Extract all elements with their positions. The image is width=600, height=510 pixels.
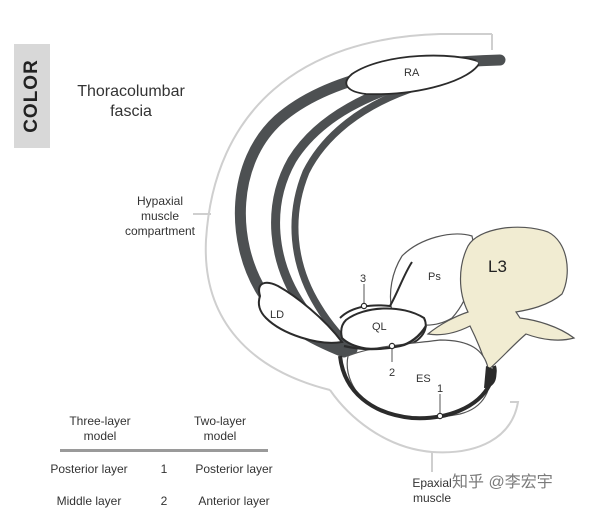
two-layer-cell: Anterior layer — [198, 494, 270, 508]
diagram-title: Thoracolumbar fascia — [72, 82, 190, 122]
title-line-2: fascia — [110, 103, 152, 120]
rectus-tail — [476, 60, 504, 66]
hypaxial-line-1: Hypaxial — [136, 194, 184, 208]
three-layer-header-line-2: model — [83, 429, 117, 443]
epaxial-line-1: Epaxial — [412, 476, 452, 490]
layer-number-cell: 1 — [160, 462, 168, 476]
watermark: 知乎 @李宏宇 — [452, 474, 553, 491]
marker-1-dot — [436, 412, 444, 420]
title-line-1: Thoracolumbar — [77, 83, 185, 100]
hypaxial-line-3: compartment — [124, 224, 196, 238]
epaxial-line-2: muscle — [412, 491, 451, 505]
label-ld: LD — [270, 309, 284, 321]
table-row: Posterior layer 1 Posterior layer — [44, 462, 284, 478]
anterior-layer — [339, 261, 413, 319]
marker-2-dot — [388, 342, 396, 350]
middle-layer — [343, 325, 428, 351]
table-rule — [60, 449, 268, 452]
color-tab-label: COLOR — [21, 59, 43, 133]
label-ps: Ps — [428, 271, 441, 283]
label-marker-1: 1 — [437, 383, 443, 395]
table-row: Middle layer 2 Anterior layer — [44, 494, 284, 510]
marker-3-dot — [360, 302, 368, 310]
three-layer-header-line-1: Three-layer — [69, 414, 131, 428]
three-layer-cell: Middle layer — [56, 494, 122, 508]
rectus-abdominis — [345, 54, 482, 96]
two-layer-cell: Posterior layer — [195, 462, 273, 476]
label-l3: L3 — [488, 257, 507, 276]
two-layer-header-line-1: Two-layer — [193, 414, 246, 428]
two-layer-header-line-2: model — [203, 429, 237, 443]
two-layer-header: Two-layer model — [170, 414, 270, 444]
color-tab: COLOR — [14, 44, 50, 148]
layer-number-cell: 2 — [160, 494, 168, 508]
spinous-tip — [484, 366, 497, 388]
label-marker-3: 3 — [360, 273, 366, 285]
hypaxial-bracket — [204, 33, 493, 391]
label-ql: QL — [372, 321, 387, 333]
label-es: ES — [416, 373, 431, 385]
three-layer-cell: Posterior layer — [50, 462, 128, 476]
hypaxial-line-2: muscle — [140, 209, 179, 223]
label-marker-2: 2 — [389, 367, 395, 379]
abdominal-wall-inner — [291, 82, 424, 354]
latissimus-dorsi — [257, 281, 344, 344]
label-ra: RA — [404, 67, 420, 79]
vertebra-l3 — [426, 226, 576, 372]
hypaxial-callout: Hypaxial muscle compartment — [112, 194, 208, 239]
three-layer-header: Three-layer model — [52, 414, 148, 444]
epaxial-callout: Epaxial muscle — [404, 476, 460, 506]
